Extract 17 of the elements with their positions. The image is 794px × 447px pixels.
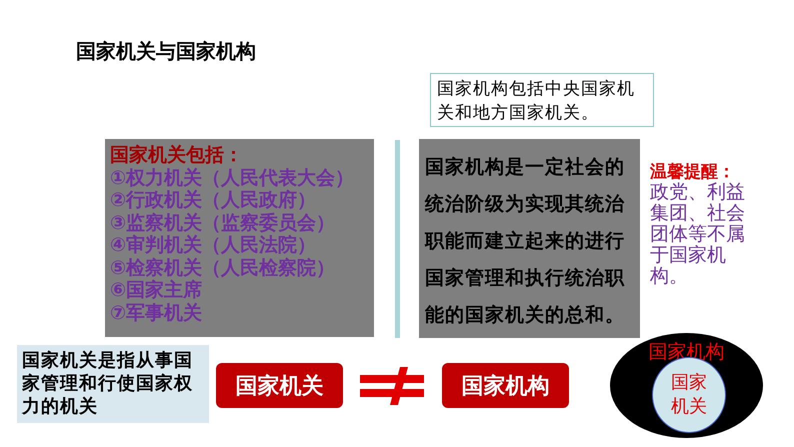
reminder-heading: 温馨提醒： — [650, 161, 735, 182]
list-box — [105, 139, 374, 337]
list-item: ④审判机关（人民法院） — [110, 234, 318, 256]
reminder-text: 政党、利益集团、社会团体等不属于国家机构。 — [650, 182, 746, 287]
list-item: ①权力机关（人民代表大会） — [110, 166, 356, 189]
title: 国家机关与国家机构 — [76, 38, 256, 65]
definition-box: 国家机构是一定社会的统治阶级为实现其统治职能而建立起来的进行国家管理和执行统治职能的国家机关的总和。 — [419, 139, 640, 338]
note-box: 国家机构包括中央国家机关和地方国家机关。 — [430, 73, 654, 127]
term-box: 国家机构 — [442, 363, 569, 408]
term-box: 国家机关 — [216, 363, 343, 408]
list-item: ②行政机关（人民政府） — [110, 189, 318, 212]
definition-box: 国家机关是指从事国家管理和行使国家权力的机关 — [17, 345, 209, 423]
list-item: ③监察机关（监察委员会） — [110, 212, 336, 234]
list-item: ⑤检察机关（人民检察院） — [110, 256, 336, 279]
list-heading: 国家机关包括： — [110, 144, 244, 166]
list-item: ⑦军事机关 — [110, 302, 204, 324]
list-item: ⑥国家主席 — [110, 279, 204, 302]
